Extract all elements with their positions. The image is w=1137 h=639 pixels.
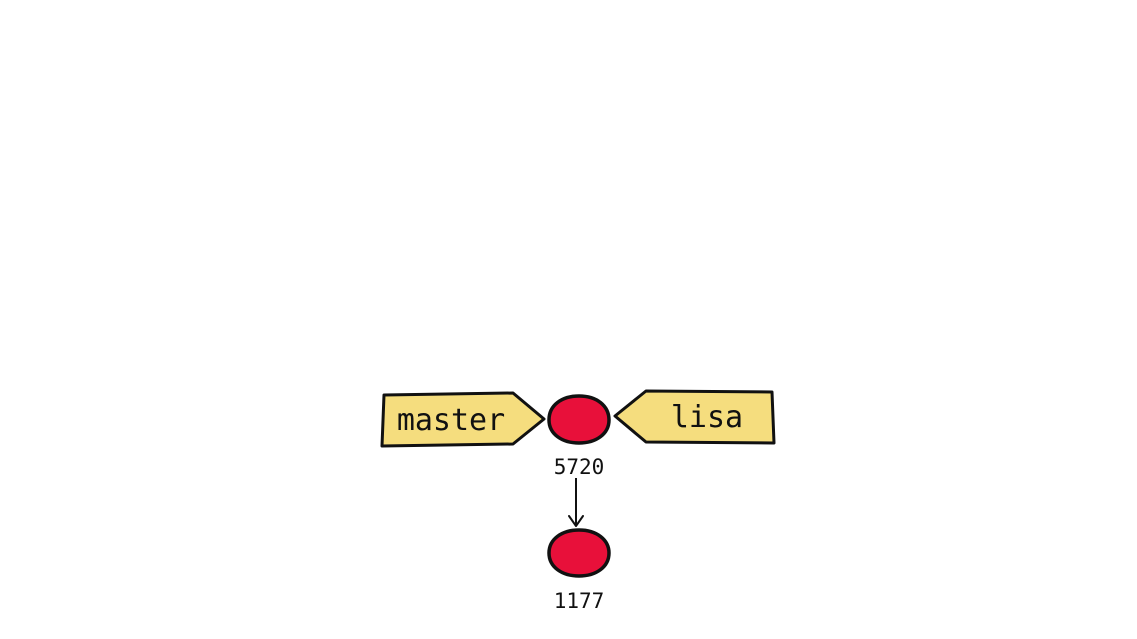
parent-arrow	[568, 478, 584, 527]
parent-arrow-head	[568, 515, 584, 527]
commit-node-1177: 1177	[547, 528, 611, 613]
branch-tag-shape-lisa	[613, 389, 776, 445]
commit-hash-1177: 1177	[554, 589, 605, 613]
commit-hash-5720: 5720	[554, 455, 605, 479]
branch-tag-shape-master	[380, 391, 546, 448]
commit-circle-5720	[547, 394, 611, 445]
commit-node-5720: 5720	[547, 394, 611, 479]
commit-circle-1177	[547, 528, 611, 578]
branch-name-master: master	[397, 403, 505, 438]
branch-label-lisa: lisa	[613, 389, 776, 445]
branch-label-master: master	[380, 391, 546, 448]
branch-name-lisa: lisa	[671, 400, 743, 435]
